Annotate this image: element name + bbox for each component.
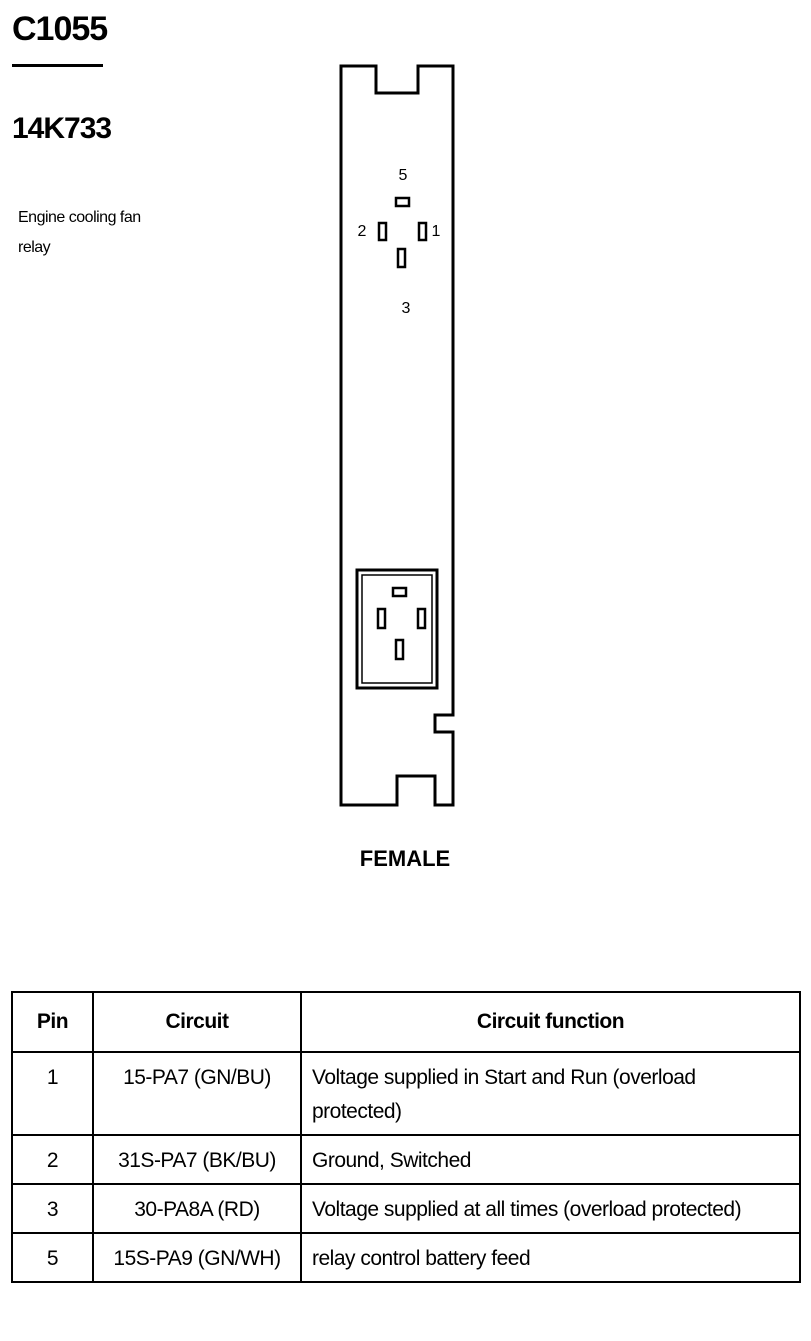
pin-2-terminal: [377, 221, 388, 242]
table-row: 3 30-PA8A (RD) Voltage supplied at all t…: [11, 1183, 801, 1234]
title-underline: [12, 64, 103, 67]
pin-cell: 2: [11, 1134, 94, 1185]
circuit-cell: 31S-PA7 (BK/BU): [92, 1134, 302, 1185]
relay-socket-outer: [355, 568, 439, 690]
part-number: 14K733: [12, 112, 112, 145]
function-cell: Voltage supplied at all times (overload …: [300, 1183, 801, 1234]
circuit-cell: 15S-PA9 (GN/WH): [92, 1232, 302, 1283]
pin-label-5: 5: [399, 167, 408, 184]
connector-outline: [339, 64, 455, 807]
circuit-cell: 15-PA7 (GN/BU): [92, 1051, 302, 1136]
header-circuit-function: Circuit function: [300, 991, 801, 1053]
function-cell: relay control battery feed: [300, 1232, 801, 1283]
header-circuit: Circuit: [92, 991, 302, 1053]
connector-code: C1055: [12, 10, 108, 48]
table-row: 1 15-PA7 (GN/BU) Voltage supplied in Sta…: [11, 1051, 801, 1136]
relay-socket-inner: [361, 574, 433, 684]
table-header-row: Pin Circuit Circuit function: [11, 991, 801, 1053]
pin-1-terminal: [417, 221, 428, 242]
pin-cell: 1: [11, 1051, 94, 1136]
socket-slot-top: [391, 586, 408, 598]
circuit-cell: 30-PA8A (RD): [92, 1183, 302, 1234]
connector-gender-label: FEMALE: [359, 846, 451, 871]
socket-slot-left: [376, 607, 387, 630]
pin-cell: 5: [11, 1232, 94, 1283]
pin-label-2: 2: [358, 223, 367, 240]
function-cell: Ground, Switched: [300, 1134, 801, 1185]
header-pin: Pin: [11, 991, 94, 1053]
pin-label-1: 1: [432, 223, 441, 240]
table-row: 5 15S-PA9 (GN/WH) relay control battery …: [11, 1232, 801, 1283]
pin-table: Pin Circuit Circuit function 1 15-PA7 (G…: [11, 991, 801, 1283]
pin-5-terminal: [394, 196, 411, 208]
pin-3-terminal: [396, 247, 407, 269]
socket-slot-right: [416, 607, 427, 630]
function-cell: Voltage supplied in Start and Run (overl…: [300, 1051, 801, 1136]
connector-description: Engine cooling fan relay: [18, 209, 141, 256]
connector-face-diagram: 5 2 1 3: [339, 64, 455, 807]
pin-label-3: 3: [402, 300, 411, 317]
table-row: 2 31S-PA7 (BK/BU) Ground, Switched: [11, 1134, 801, 1185]
pin-cell: 3: [11, 1183, 94, 1234]
socket-slot-bottom: [394, 638, 405, 661]
